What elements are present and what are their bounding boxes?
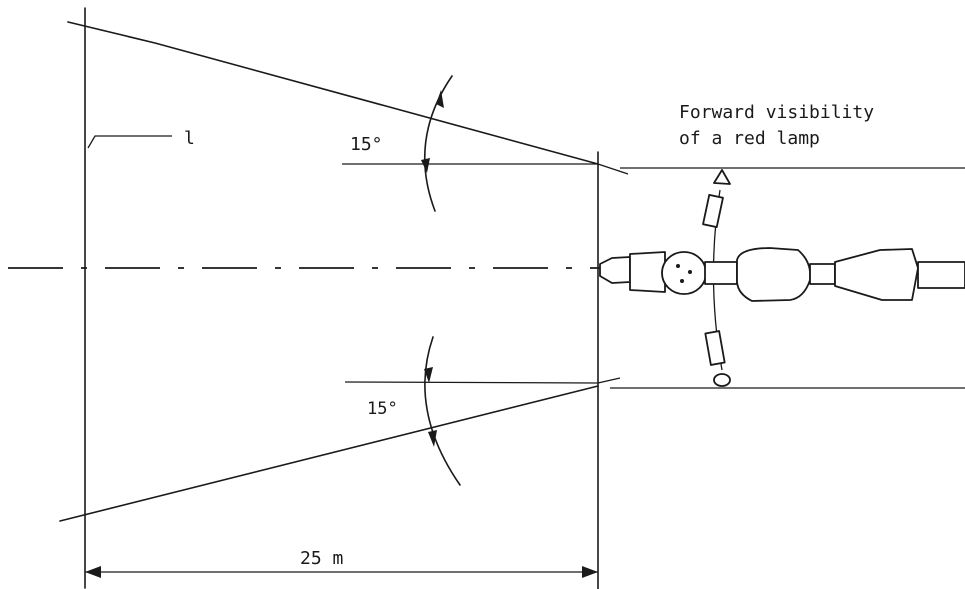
distance-arrow-left xyxy=(85,566,101,578)
lower-sight-line xyxy=(59,385,599,522)
distance-label: 25 m xyxy=(300,548,343,569)
angle-label-bottom: 15° xyxy=(367,399,398,419)
upper-lamp-tick xyxy=(597,163,629,175)
reference-label: l xyxy=(184,128,195,149)
lower-angle-arc xyxy=(424,336,461,486)
reference-leader xyxy=(87,135,172,149)
lower-arc-arrow xyxy=(424,367,433,383)
upper-angle-arc xyxy=(423,75,453,212)
upper-sight-line xyxy=(67,21,599,165)
lower-lamp-tick xyxy=(597,377,621,384)
distance-arrow-right xyxy=(582,566,598,578)
upper-arc-arrow xyxy=(436,90,444,108)
motorcycle-rider-top-view xyxy=(599,169,965,387)
lower-arc-arrow-lower xyxy=(428,430,437,447)
upper-arc-arrow-lower xyxy=(421,158,430,173)
lower-edge-line xyxy=(344,381,599,384)
angle-label-top: 15° xyxy=(350,134,383,155)
caption-line-2: of a red lamp xyxy=(679,128,820,149)
caption-line-1: Forward visibility xyxy=(679,102,874,123)
